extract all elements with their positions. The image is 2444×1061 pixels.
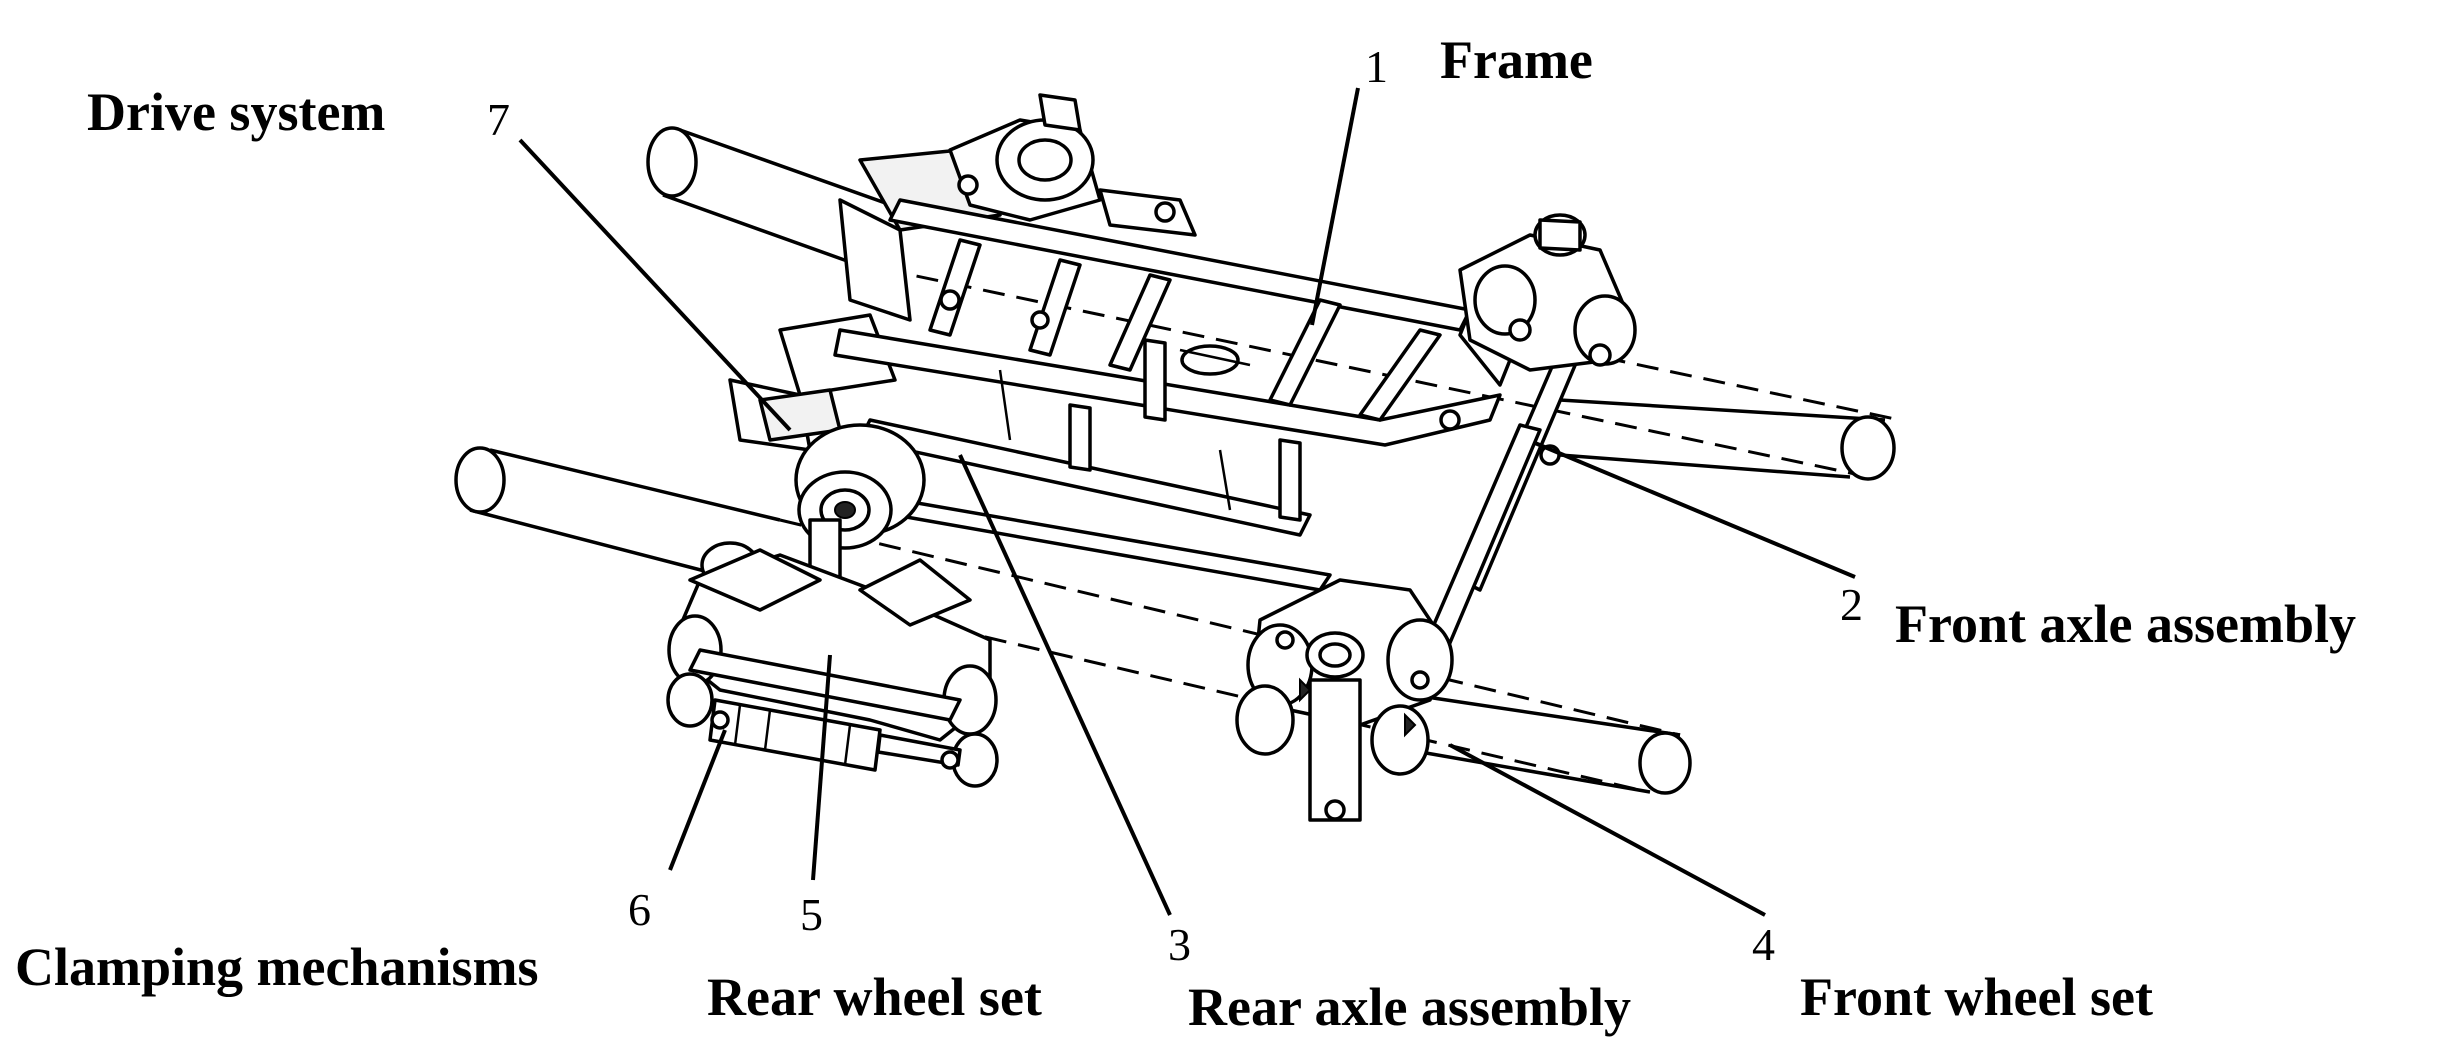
rear-wheel-set <box>666 541 999 788</box>
label-front-axle-assembly: Front axle assembly <box>1895 594 2356 654</box>
label-front-wheel-set: Front wheel set <box>1800 967 2153 1027</box>
upper-pipe <box>646 126 1901 481</box>
callout-number-4: 4 <box>1752 919 1775 970</box>
leader-3 <box>958 454 1172 916</box>
label-drive-system: Drive system <box>87 82 385 142</box>
leader-5 <box>811 654 832 881</box>
callout-number-3: 3 <box>1168 919 1191 970</box>
label-clamping-mechanisms: Clamping mechanisms <box>15 937 539 997</box>
rear-top-wheel-module <box>948 93 1197 237</box>
front-wheel-set <box>1235 578 1454 822</box>
callout-number-7: 7 <box>487 94 510 145</box>
callout-numbers: 1 2 3 4 5 6 7 <box>487 41 1863 970</box>
callout-number-2: 2 <box>1840 579 1863 630</box>
frame <box>833 198 1592 692</box>
callout-number-6: 6 <box>628 884 651 935</box>
callout-labels: Frame Front axle assembly Rear axle asse… <box>15 30 2356 1037</box>
label-frame: Frame <box>1440 30 1593 90</box>
leader-7 <box>518 138 792 432</box>
leader-2 <box>1534 441 1856 579</box>
clamping-mechanism <box>708 698 962 772</box>
leader-4 <box>1449 743 1766 917</box>
callout-number-5: 5 <box>800 889 823 940</box>
label-rear-wheel-set: Rear wheel set <box>707 967 1042 1027</box>
leader-1 <box>1310 87 1360 326</box>
label-rear-axle-assembly: Rear axle assembly <box>1188 977 1631 1037</box>
callout-number-1: 1 <box>1365 41 1388 92</box>
front-right-upper-wheel-module <box>1458 213 1637 466</box>
leader-lines <box>518 87 1856 917</box>
leader-6 <box>668 729 727 871</box>
